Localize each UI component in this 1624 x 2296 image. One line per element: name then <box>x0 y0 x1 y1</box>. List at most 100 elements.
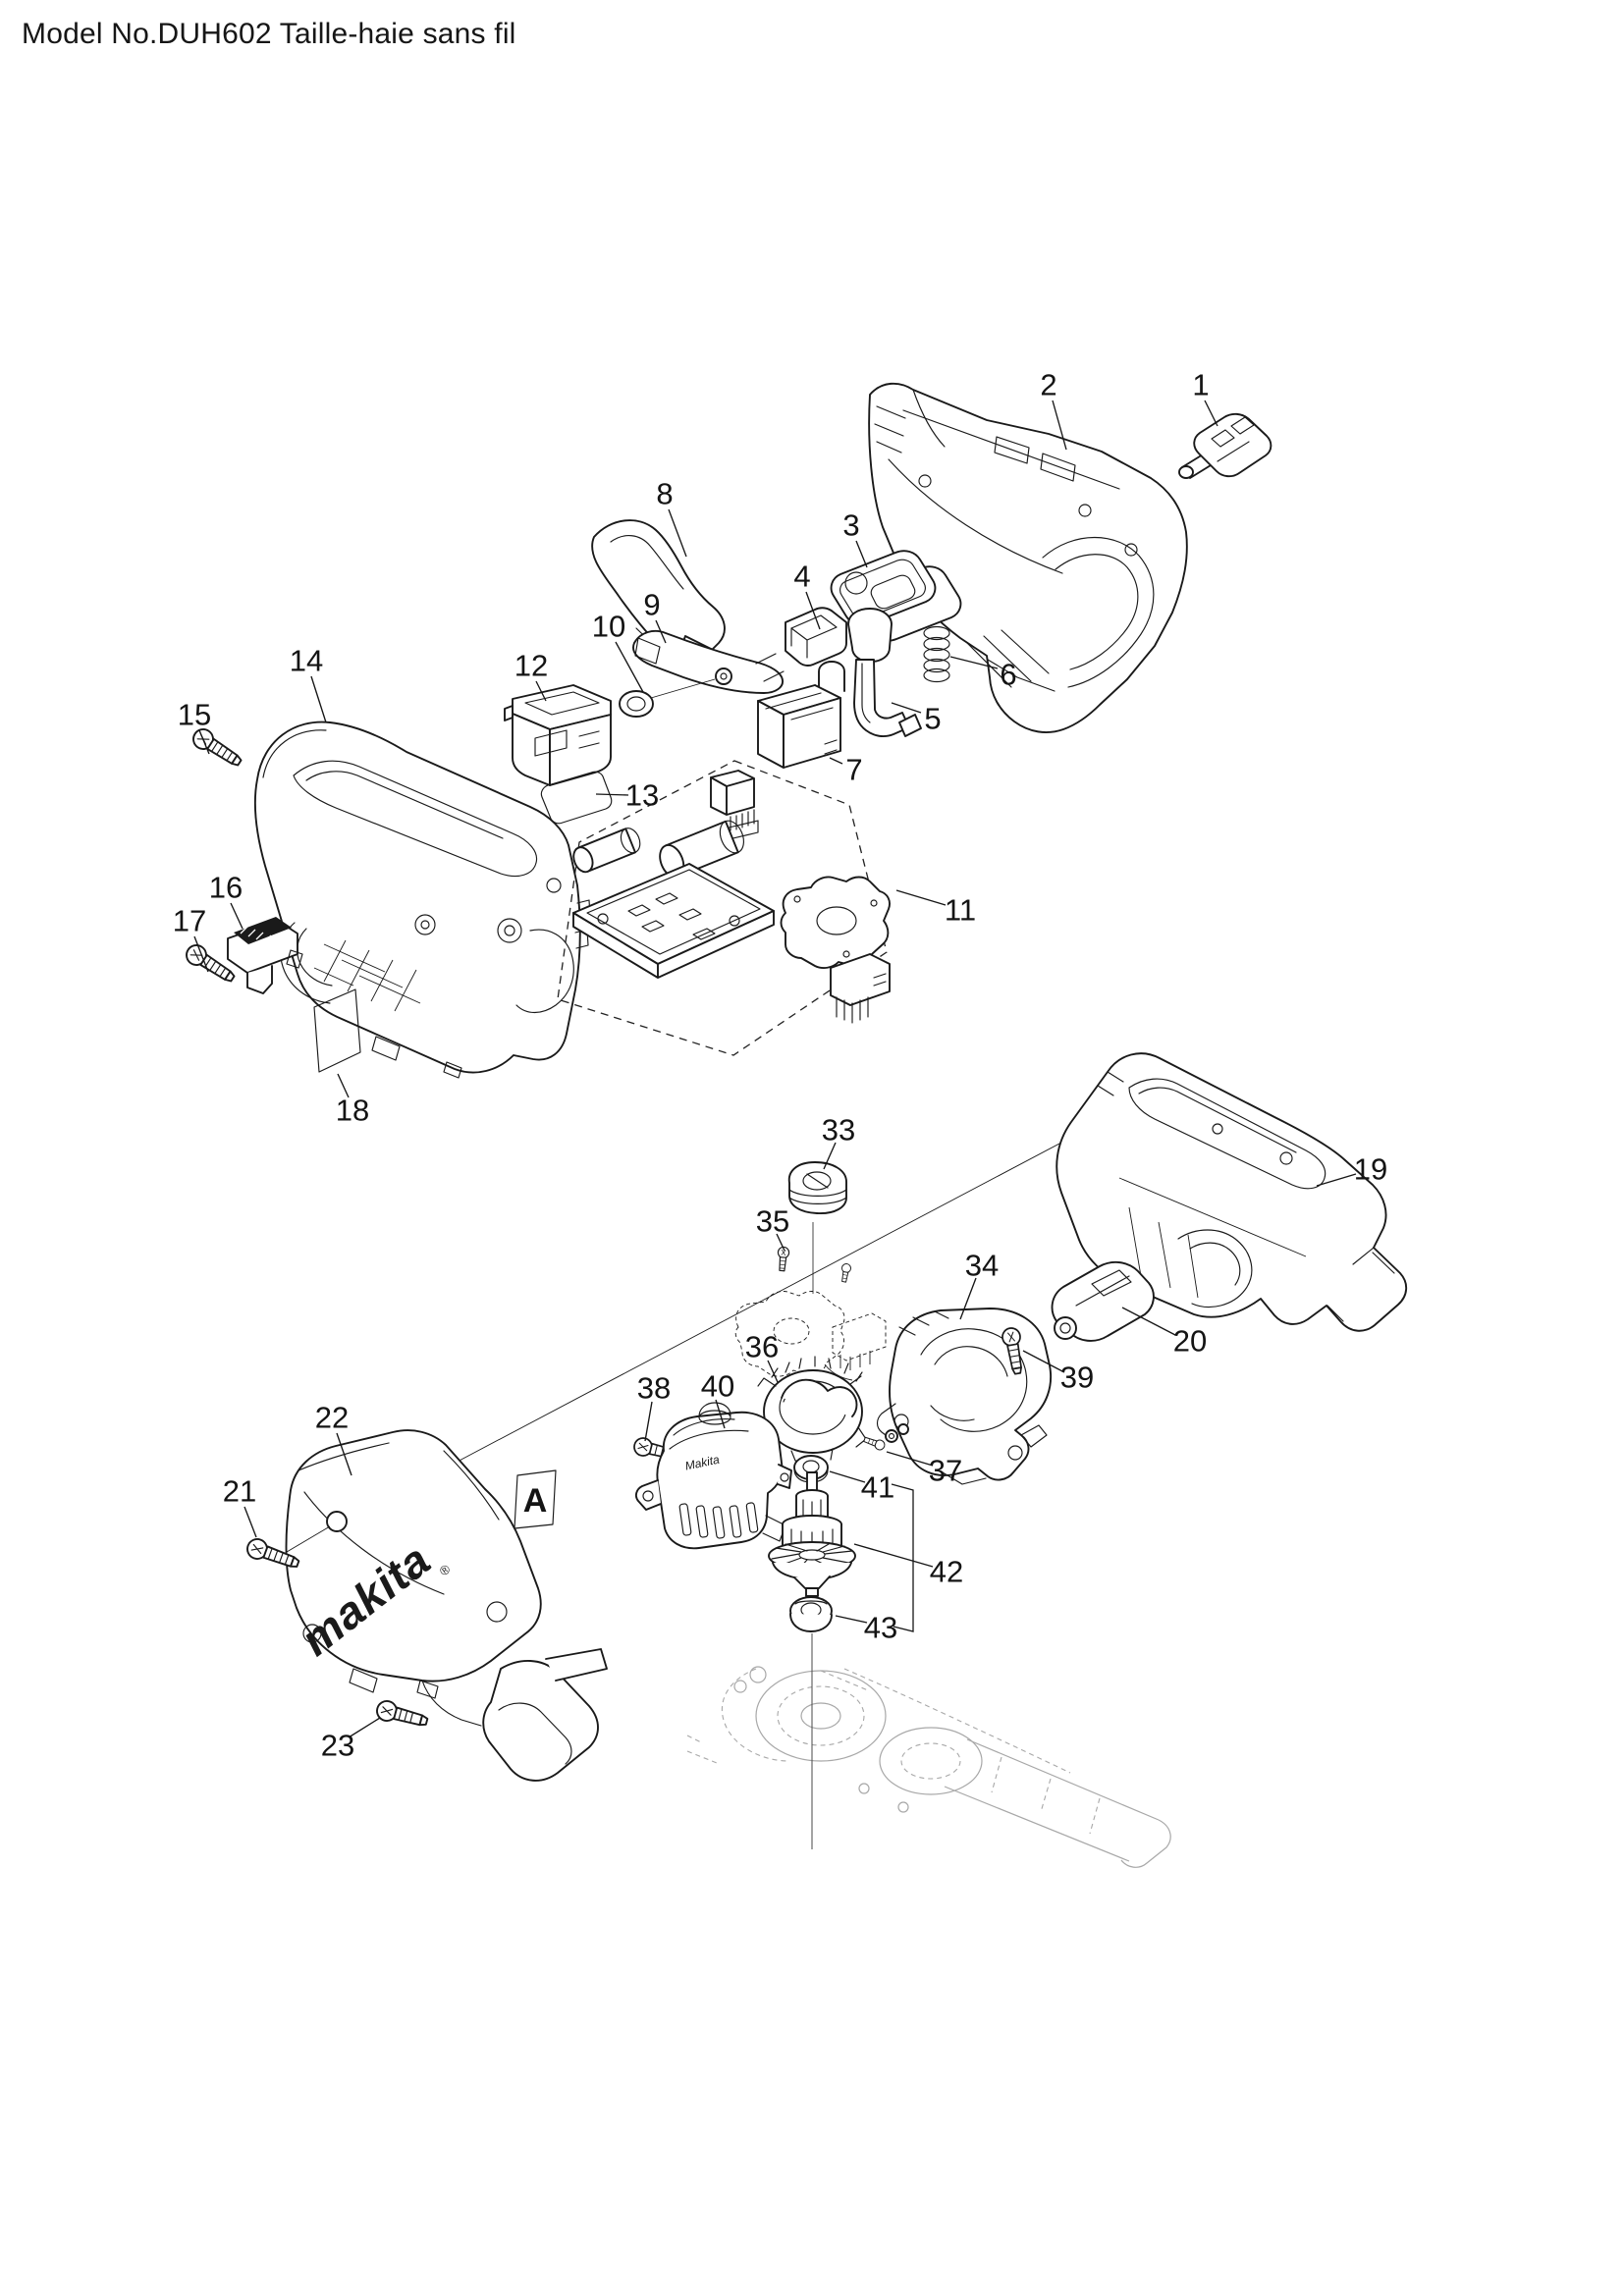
part-number-41: 41 <box>861 1470 894 1505</box>
part-number-20: 20 <box>1173 1324 1207 1359</box>
part-19-motor-housing-right <box>1056 1052 1408 1332</box>
part-23-screw <box>376 1700 429 1727</box>
part-36-field-stator <box>757 1356 867 1464</box>
part-number-6: 6 <box>1000 658 1016 692</box>
part-number-12: 12 <box>514 649 548 683</box>
part-43-bearing-lower <box>789 1596 833 1632</box>
leader-line-part-35 <box>776 1233 785 1252</box>
leader-line-part-38 <box>644 1401 653 1442</box>
part-5-trigger-lever <box>847 608 922 738</box>
part-number-21: 21 <box>223 1474 256 1509</box>
part-number-19: 19 <box>1354 1152 1387 1187</box>
part-13-label <box>540 771 613 825</box>
part-number-33: 33 <box>822 1113 855 1148</box>
leader-line-part-22 <box>336 1432 352 1476</box>
part-12-terminal-box <box>504 684 612 786</box>
leader-line-part-17 <box>193 935 209 973</box>
section-marker-label: A <box>523 1482 548 1520</box>
leader-line-part-33 <box>823 1142 837 1170</box>
part-labels-layer: 1234567891011121314151617181920212223333… <box>173 368 1387 1763</box>
part-number-18: 18 <box>336 1094 369 1128</box>
part-number-11: 11 <box>945 893 976 928</box>
part-number-42: 42 <box>930 1555 963 1589</box>
part-14-handle-housing-left <box>253 721 591 1079</box>
leader-line-part-14 <box>310 675 327 723</box>
leader-line-part-34 <box>959 1277 977 1320</box>
leader-line-part-1 <box>1204 400 1218 427</box>
leader-line-part-15 <box>198 729 210 755</box>
part-35-screw <box>777 1246 790 1272</box>
leader-line-part-23 <box>348 1717 381 1738</box>
part-2-rear-housing-right <box>868 382 1188 733</box>
page-title: Model No.DUH602 Taille-haie sans fil <box>22 18 516 50</box>
leader-line-part-8 <box>668 508 687 558</box>
leader-line-part-5 <box>891 702 922 714</box>
part-20-switch-lever <box>1051 1260 1155 1342</box>
leader-lines-layer <box>193 400 1357 1738</box>
part-number-36: 36 <box>745 1330 779 1364</box>
leader-line-part-41 <box>829 1470 866 1483</box>
leader-line-part-4 <box>805 591 821 630</box>
part-number-23: 23 <box>321 1729 354 1763</box>
part-21-screw <box>246 1538 300 1568</box>
part-10-ring <box>619 678 716 718</box>
part-number-14: 14 <box>290 644 323 678</box>
part-number-16: 16 <box>209 871 243 905</box>
part-39-screw <box>1001 1327 1022 1375</box>
leader-line-part-19 <box>1316 1173 1357 1187</box>
leader-line-part-12 <box>535 680 547 702</box>
part-37-screw-washer-set <box>863 1423 909 1451</box>
leader-line-part-7 <box>829 757 843 765</box>
ghost-gearcase-assembly <box>686 1666 1171 1868</box>
leader-line-part-42 <box>853 1543 934 1568</box>
part-11-controller-assembly <box>557 760 891 1056</box>
part-16-slide-button <box>227 917 303 994</box>
part-number-9: 9 <box>643 588 660 622</box>
leader-line-part-20 <box>1121 1307 1176 1336</box>
part-number-15: 15 <box>178 698 211 732</box>
leader-line-part-2 <box>1052 400 1067 451</box>
part-number-39: 39 <box>1060 1361 1094 1395</box>
part-number-2: 2 <box>1040 368 1056 402</box>
leader-line-part-37 <box>886 1451 934 1467</box>
part-number-43: 43 <box>864 1611 897 1645</box>
leader-line-part-16 <box>230 902 244 930</box>
part-number-34: 34 <box>965 1249 999 1283</box>
part-number-1: 1 <box>1192 368 1209 402</box>
part-number-38: 38 <box>637 1371 671 1406</box>
part-number-7: 7 <box>845 753 862 787</box>
leader-line-part-13 <box>595 793 629 796</box>
leader-line-part-36 <box>767 1360 779 1383</box>
part-17-screw <box>186 944 236 983</box>
leader-line-part-40 <box>715 1399 726 1429</box>
leader-line-part-6 <box>949 656 999 669</box>
part-1-lock-off-button <box>1178 412 1272 479</box>
part-40-motor-bracket: Makita <box>634 1402 792 1550</box>
leader-line-part-9 <box>655 619 667 644</box>
part-number-3: 3 <box>842 508 859 543</box>
part-42-armature <box>768 1471 856 1597</box>
part-number-5: 5 <box>924 702 941 736</box>
part-number-8: 8 <box>656 477 673 511</box>
part-number-13: 13 <box>625 778 659 813</box>
part-number-35: 35 <box>756 1204 789 1239</box>
part-number-40: 40 <box>701 1369 734 1404</box>
leader-line-part-43 <box>835 1615 868 1624</box>
leader-line-part-11 <box>895 889 947 906</box>
section-marker-a: A <box>514 1469 557 1529</box>
part-number-4: 4 <box>793 560 810 594</box>
assembly-connector-line <box>453 1124 1096 1465</box>
part-15-screw <box>192 728 243 767</box>
leader-line-part-18 <box>337 1073 350 1098</box>
leader-line-part-10 <box>615 641 644 693</box>
part-22-motor-cover: makita ® <box>285 1429 608 1782</box>
part-33-grommet <box>787 1161 847 1214</box>
leader-line-part-3 <box>855 540 868 568</box>
part-number-10: 10 <box>592 610 625 644</box>
leader-line-part-39 <box>1022 1350 1065 1373</box>
leader-line-part-21 <box>244 1506 257 1538</box>
part-7-switch <box>757 661 845 769</box>
part-34-crank-housing <box>876 1308 1052 1485</box>
part-number-37: 37 <box>929 1454 962 1488</box>
